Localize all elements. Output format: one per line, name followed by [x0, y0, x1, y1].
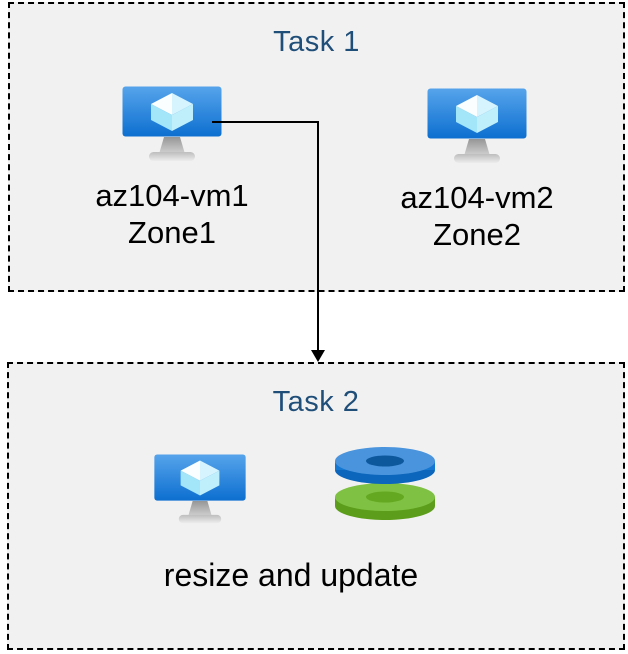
- vm-group-az104-vm2: az104-vm2 Zone2: [367, 88, 587, 253]
- disks-icon: [333, 445, 437, 523]
- virtual-machine-icon: [121, 86, 223, 163]
- task1-box: Task 1 az104-vm1 Zone1 az104-vm2 Zone2: [8, 2, 625, 292]
- vm2-label: az104-vm2 Zone2: [367, 179, 587, 253]
- vm2-name: az104-vm2: [400, 180, 554, 215]
- task1-title: Task 1: [273, 26, 360, 58]
- task2-caption: resize and update: [163, 557, 419, 593]
- vm1-label: az104-vm1 Zone1: [62, 177, 282, 251]
- task2-title: Task 2: [272, 386, 360, 418]
- virtual-machine-icon: [426, 88, 528, 165]
- vm2-zone: Zone2: [433, 217, 521, 252]
- arrowhead-icon: [311, 350, 325, 362]
- vm1-zone: Zone1: [128, 215, 216, 250]
- virtual-machine-icon: [153, 454, 247, 525]
- task2-box: Task 2 resize and update: [7, 362, 625, 650]
- vm1-name: az104-vm1: [95, 178, 249, 213]
- vm-group-az104-vm1: az104-vm1 Zone1: [62, 86, 282, 251]
